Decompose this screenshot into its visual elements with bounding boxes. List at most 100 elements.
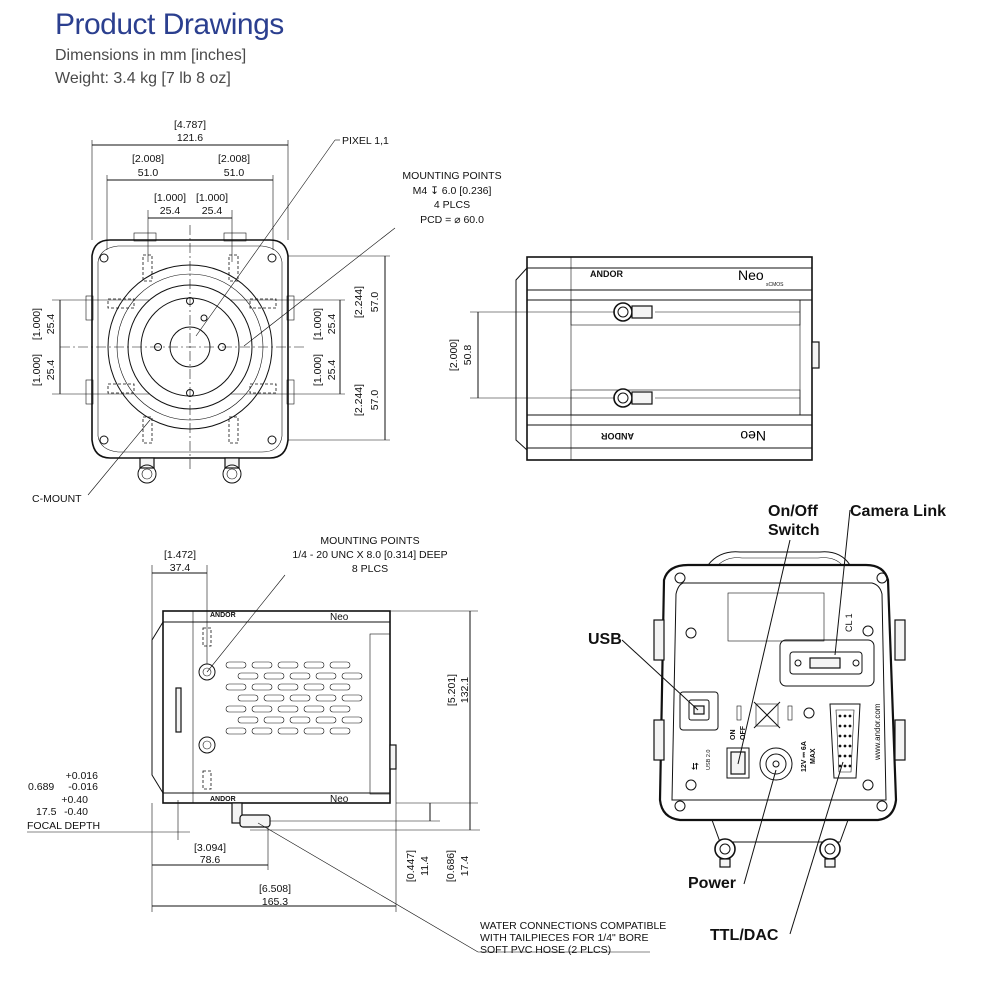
front-v-left-bottom-mm: 25.4 bbox=[45, 360, 57, 381]
front-v-inner-top-mm: 25.4 bbox=[326, 314, 338, 335]
side-brand-bottom: ANDOR bbox=[210, 796, 236, 803]
cl1-label: CL 1 bbox=[844, 613, 854, 632]
header: Product Drawings Dimensions in mm [inche… bbox=[55, 6, 284, 90]
vent-slot bbox=[303, 661, 325, 669]
vent-slot bbox=[341, 716, 363, 724]
top-model-sub-upper: sCMOS bbox=[766, 282, 784, 288]
vent-slot bbox=[237, 716, 259, 724]
vent-slot bbox=[329, 661, 351, 669]
dsub-pin bbox=[838, 744, 842, 748]
cmount-label: C-MOUNT bbox=[32, 493, 82, 505]
vent-slot bbox=[303, 683, 325, 691]
front-v-inner-bottom-in: [1.000] bbox=[312, 354, 324, 386]
dsub-pin bbox=[848, 714, 852, 718]
front-half-left-in: [2.008] bbox=[132, 153, 164, 165]
top-brand-lower: ANDOR bbox=[601, 431, 634, 441]
dsub-pin bbox=[843, 764, 847, 768]
side-a-mm: 37.4 bbox=[170, 562, 191, 574]
dsub-pin bbox=[843, 754, 847, 758]
front-v-left-bottom-in: [1.000] bbox=[31, 354, 43, 386]
power-rating-line1: 12V ⎓ 6A bbox=[801, 741, 808, 772]
front-mounting-line3: PCD = ⌀ 60.0 bbox=[420, 214, 484, 226]
on-label: ON bbox=[730, 730, 737, 741]
side-model-bottom: Neo bbox=[330, 794, 349, 805]
side-mounting-line2: 8 PLCS bbox=[352, 563, 388, 575]
front-half-right-mm: 51.0 bbox=[224, 167, 245, 179]
vent-slot bbox=[303, 727, 325, 735]
side-a-in: [1.472] bbox=[164, 549, 196, 561]
front-width-mm: 121.6 bbox=[177, 132, 203, 144]
side-c-mm: 165.3 bbox=[262, 896, 288, 908]
vent-slot bbox=[237, 694, 259, 702]
fd-tol-up-in: +0.016 bbox=[66, 770, 99, 782]
front-view: [4.787] 121.6 [2.008] 51.0 [2.008] 51.0 … bbox=[31, 119, 502, 505]
top-v-in: [2.000] bbox=[448, 339, 460, 371]
dsub-pin bbox=[843, 744, 847, 748]
side-h-in: [5.201] bbox=[446, 674, 458, 706]
vent-slot bbox=[263, 694, 285, 702]
front-v-inner-top-in: [1.000] bbox=[312, 308, 324, 340]
side-view: ANDOR Neo ANDOR Neo MOUNTING POINTS 1/4 … bbox=[27, 535, 666, 956]
side-d-mm: 11.4 bbox=[419, 856, 431, 876]
dsub-pin bbox=[848, 724, 852, 728]
front-mounting-line1: M4 ↧ 6.0 [0.236] bbox=[413, 185, 492, 197]
vent-slot bbox=[251, 705, 273, 713]
side-vents bbox=[225, 661, 363, 735]
vent-slot bbox=[315, 716, 337, 724]
front-v-outer-bottom-mm: 57.0 bbox=[369, 390, 381, 411]
front-v-outer-top-mm: 57.0 bbox=[369, 292, 381, 313]
top-model-lower: Neo bbox=[740, 428, 766, 444]
vent-slot bbox=[251, 727, 273, 735]
top-model-upper: Neo bbox=[738, 267, 764, 283]
onoff-label-line2: Switch bbox=[768, 522, 820, 539]
side-b-mm: 78.6 bbox=[200, 854, 221, 866]
vent-slot bbox=[277, 661, 299, 669]
dsub-pin bbox=[848, 764, 852, 768]
side-mounting-line1: 1/4 - 20 UNC X 8.0 [0.314] DEEP bbox=[292, 549, 447, 561]
vent-slot bbox=[329, 705, 351, 713]
dsub-pin bbox=[838, 734, 842, 738]
usb-symbol-icon: ⇆ bbox=[690, 762, 700, 770]
side-e-mm: 17.4 bbox=[459, 856, 471, 877]
fd-mm: 17.5 bbox=[36, 806, 57, 818]
weight-note: Weight: 3.4 kg [7 lb 8 oz] bbox=[55, 70, 231, 87]
front-width-in: [4.787] bbox=[174, 119, 206, 131]
front-v-left-top-mm: 25.4 bbox=[45, 314, 57, 335]
vent-slot bbox=[277, 727, 299, 735]
dsub-pin bbox=[843, 714, 847, 718]
power-rating-line2: MAX bbox=[810, 748, 817, 764]
vent-slot bbox=[289, 694, 311, 702]
dsub-pin bbox=[838, 754, 842, 758]
focal-depth-label: FOCAL DEPTH bbox=[27, 820, 100, 832]
side-e-in: [0.686] bbox=[445, 850, 457, 882]
vent-slot bbox=[251, 661, 273, 669]
front-v-inner-bottom-mm: 25.4 bbox=[326, 360, 338, 381]
side-brand-top: ANDOR bbox=[210, 612, 236, 619]
vent-slot bbox=[315, 672, 337, 680]
vent-slot bbox=[289, 716, 311, 724]
ttl-dac-label: TTL/DAC bbox=[710, 927, 779, 944]
front-quarter-left-in: [1.000] bbox=[154, 192, 186, 204]
front-v-left-top-in: [1.000] bbox=[31, 308, 43, 340]
dsub-pin bbox=[843, 734, 847, 738]
fd-tol-up-mm: +0.40 bbox=[61, 794, 88, 806]
front-v-outer-top-in: [2.244] bbox=[353, 286, 365, 318]
dsub-pin bbox=[838, 714, 842, 718]
vent-slot bbox=[225, 683, 247, 691]
power-label: Power bbox=[688, 875, 736, 892]
www-label: www.andor.com bbox=[873, 703, 882, 761]
vent-slot bbox=[237, 672, 259, 680]
dsub-pin bbox=[838, 724, 842, 728]
dsub-pins bbox=[838, 714, 852, 768]
side-h-mm: 132.1 bbox=[459, 677, 471, 703]
front-mounting-title: MOUNTING POINTS bbox=[402, 170, 501, 182]
vent-slot bbox=[251, 683, 273, 691]
usb-label: USB bbox=[588, 631, 622, 648]
dsub-pin bbox=[848, 744, 852, 748]
dsub-pin bbox=[838, 764, 842, 768]
vent-slot bbox=[225, 661, 247, 669]
back-view: CL 1 USB 2.0 ⇆ ON OFF 12V ⎓ 6A MAX www.a… bbox=[588, 503, 946, 944]
vent-slot bbox=[277, 705, 299, 713]
camera-link-label: Camera Link bbox=[850, 503, 946, 520]
water-note-line3: SOFT PVC HOSE (2 PLCS) bbox=[480, 944, 611, 956]
